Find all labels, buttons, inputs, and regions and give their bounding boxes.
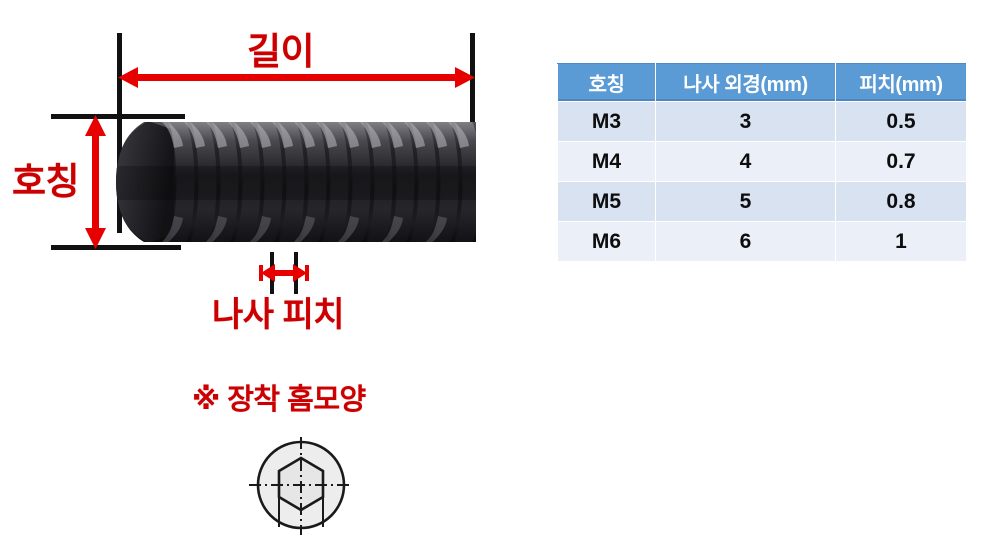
screw-spec-table: 호칭 나사 외경(mm) 피치(mm) M3 3 0.5 M4 4 0.7 M5… <box>557 63 967 262</box>
horizontal-double-arrow-icon <box>118 67 475 88</box>
hex-socket-illustration <box>243 435 359 539</box>
column-header-outer-diameter: 나사 외경(mm) <box>655 63 836 102</box>
table-header-row: 호칭 나사 외경(mm) 피치(mm) <box>557 63 967 102</box>
cell-pitch: 0.7 <box>835 141 967 182</box>
vertical-double-arrow-icon <box>85 115 106 249</box>
cell-outer-diameter: 3 <box>655 101 836 142</box>
length-label: 길이 <box>247 31 315 72</box>
set-screw-illustration <box>104 108 476 256</box>
table-row: M4 4 0.7 <box>557 141 967 182</box>
table-row: M5 5 0.8 <box>557 181 967 222</box>
cell-designation: M4 <box>557 141 656 182</box>
cell-designation: M3 <box>557 101 656 142</box>
cell-pitch: 0.8 <box>835 181 967 222</box>
cell-designation: M6 <box>557 221 656 262</box>
column-header-pitch: 피치(mm) <box>835 63 967 102</box>
cell-pitch: 0.5 <box>835 101 967 142</box>
column-header-designation: 호칭 <box>557 63 656 102</box>
reference-line-bottom <box>51 245 181 250</box>
pitch-double-arrow-icon <box>259 264 309 282</box>
hex-socket-icon <box>249 437 353 535</box>
thread-pitch-label: 나사 피치 <box>212 296 345 334</box>
nominal-size-label: 호칭 <box>12 161 80 202</box>
groove-shape-label: ※ 장착 홈모양 <box>192 384 366 416</box>
cell-pitch: 1 <box>835 221 967 262</box>
cell-outer-diameter: 4 <box>655 141 836 182</box>
cell-designation: M5 <box>557 181 656 222</box>
cell-outer-diameter: 5 <box>655 181 836 222</box>
table-row: M3 3 0.5 <box>557 101 967 142</box>
set-screw-image <box>116 122 476 242</box>
reference-line-top <box>51 114 185 119</box>
cell-outer-diameter: 6 <box>655 221 836 262</box>
extension-line-left <box>117 33 122 233</box>
table-row: M6 6 1 <box>557 221 967 262</box>
